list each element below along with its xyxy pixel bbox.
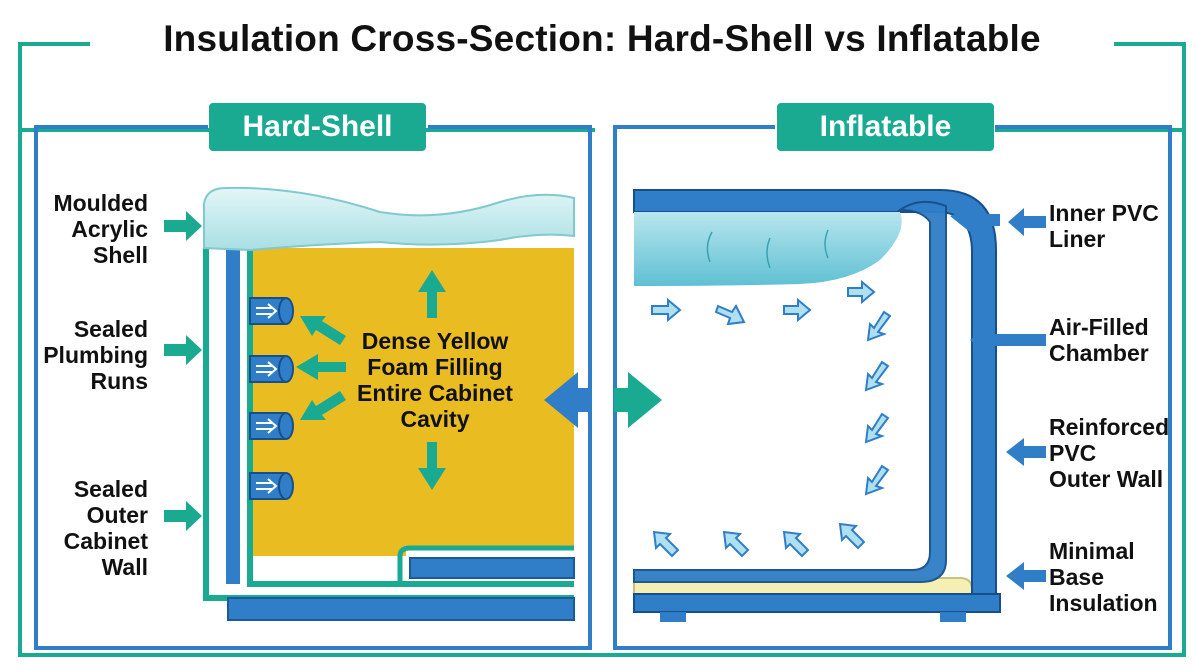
foam-filling — [250, 248, 574, 556]
inflatable-base — [633, 593, 1001, 613]
comparison-arrows — [544, 372, 662, 428]
label-air-filled-chamber: Air-Filled Chamber — [1049, 314, 1149, 366]
outer-pvc-wall — [633, 189, 997, 595]
cabinet-base — [227, 597, 575, 621]
label-reinforced-pvc-outer-wall: Reinforced PVC Outer Wall — [1049, 414, 1170, 492]
panel-borders — [34, 125, 1172, 650]
foam-description: Dense Yellow Foam Filling Entire Cabinet… — [357, 328, 513, 432]
label-inner-pvc-liner: Inner PVC Liner — [1049, 200, 1159, 252]
pipe-flow-icons — [256, 303, 278, 494]
hard-shell-heading: Hard-Shell — [209, 103, 426, 151]
label-minimal-base-insulation: Minimal Base Insulation — [1049, 538, 1158, 616]
compare-arrow-left — [544, 372, 592, 428]
diagram-title: Insulation Cross-Section: Hard-Shell vs … — [163, 18, 1041, 59]
inner-wall-strip — [226, 244, 240, 584]
inflatable-section — [633, 189, 1046, 622]
compare-arrow-right — [614, 372, 662, 428]
inflatable-label-arrows — [950, 208, 1046, 590]
foam-expansion-arrows — [296, 270, 446, 490]
acrylic-shell — [203, 186, 575, 252]
label-moulded-acrylic-shell: Moulded Acrylic Shell — [53, 190, 148, 268]
plumbing-pipes — [249, 297, 294, 500]
label-sealed-plumbing-runs: Sealed Plumbing Runs — [43, 316, 148, 394]
label-sealed-outer-cabinet-wall: Sealed Outer Cabinet Wall — [63, 476, 148, 580]
outer-frame — [18, 42, 1186, 657]
hard-shell-section — [164, 186, 575, 621]
inflatable-heading: Inflatable — [777, 103, 994, 151]
inner-pvc-liner — [633, 200, 947, 583]
hard-shell-label-arrows — [164, 211, 202, 531]
air-flow-arrows — [651, 279, 892, 558]
